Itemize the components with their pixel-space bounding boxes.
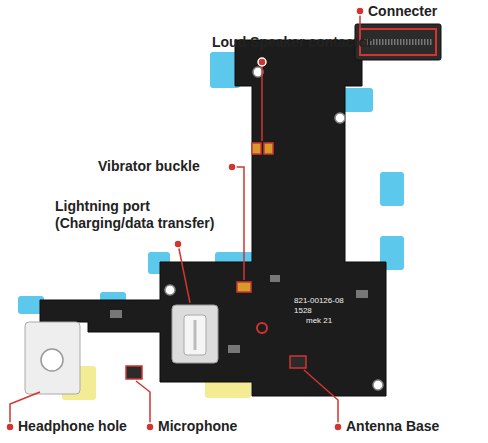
adhesive-tab [380,172,404,206]
leader-dot [334,423,342,431]
speaker-contact [264,143,273,154]
board-marking: 1528 [294,306,312,316]
leader-dot [146,423,154,431]
part-label: Lightning port (Charging/data transfer) [55,198,230,232]
headphone-jack-hole [41,349,63,371]
smd-component [110,310,122,318]
board-marking: 821-00126-08 [294,296,344,306]
part-label: Vibrator buckle [98,158,200,175]
speaker-contact [252,143,261,154]
leader-dot [356,7,364,15]
leader-line [136,381,150,427]
part-label: Connecter [368,3,437,20]
contact-ring [257,323,267,333]
lightning-port-tongue [194,320,197,350]
leader-dot [228,163,236,171]
leader-line [178,244,190,303]
part-label: Headphone hole [18,418,127,435]
leader-dot [258,58,266,66]
part-label: Antenna Base [346,418,439,435]
flex-cable [40,40,386,396]
microphone [126,366,142,379]
antenna-base [290,356,306,368]
screw-hole [165,285,175,295]
connector-pins [364,39,432,45]
smd-component [270,275,280,282]
leader-dot [6,423,14,431]
vibrator-contact [237,282,251,292]
leader-line [232,167,244,280]
smd-component [228,345,240,353]
lightning-port [172,305,218,363]
leader-line [261,62,263,141]
part-label: Microphone [158,418,237,435]
board-marking: mek 21 [306,316,332,326]
part-label: Loud Speaker contactor [212,34,372,51]
lightning-port-opening [184,315,206,355]
leader-line [304,370,338,427]
screw-hole [373,380,383,390]
screw-hole [335,113,345,123]
headphone-jack [25,322,80,394]
smd-component [356,290,368,298]
leader-dot [174,240,182,248]
